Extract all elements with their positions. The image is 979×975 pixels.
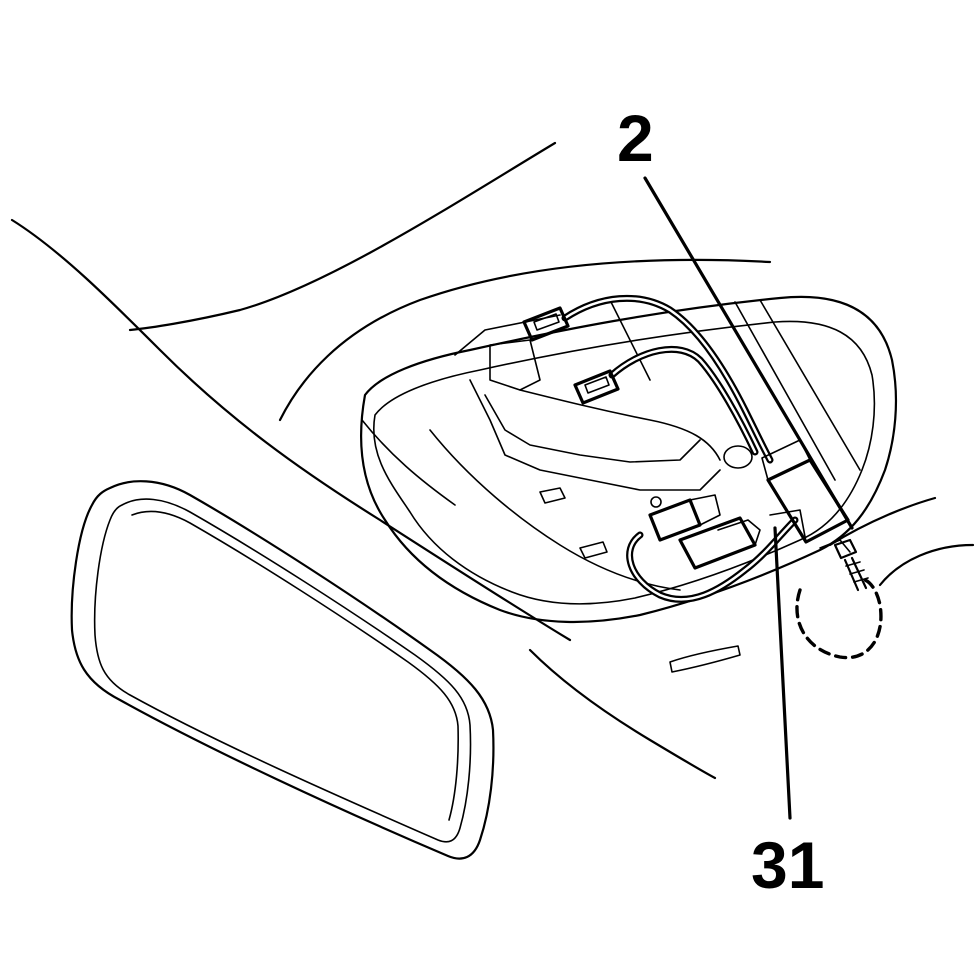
wiring-harness xyxy=(561,294,799,603)
connector-upper xyxy=(522,306,570,342)
connector-block-right xyxy=(678,516,761,570)
callout-label-2: 2 xyxy=(617,101,654,175)
connector-lower xyxy=(573,369,620,405)
mounting-screw xyxy=(795,538,883,660)
leader-line-31 xyxy=(773,526,792,820)
leader-line-2 xyxy=(643,176,854,530)
callout-label-31: 31 xyxy=(751,828,825,902)
console-housing xyxy=(359,295,898,624)
headliner-outline xyxy=(10,141,975,780)
rearview-mirror xyxy=(70,480,495,860)
console-recess xyxy=(429,339,753,673)
connector-block-left xyxy=(648,494,721,542)
leader-lines xyxy=(643,176,854,820)
